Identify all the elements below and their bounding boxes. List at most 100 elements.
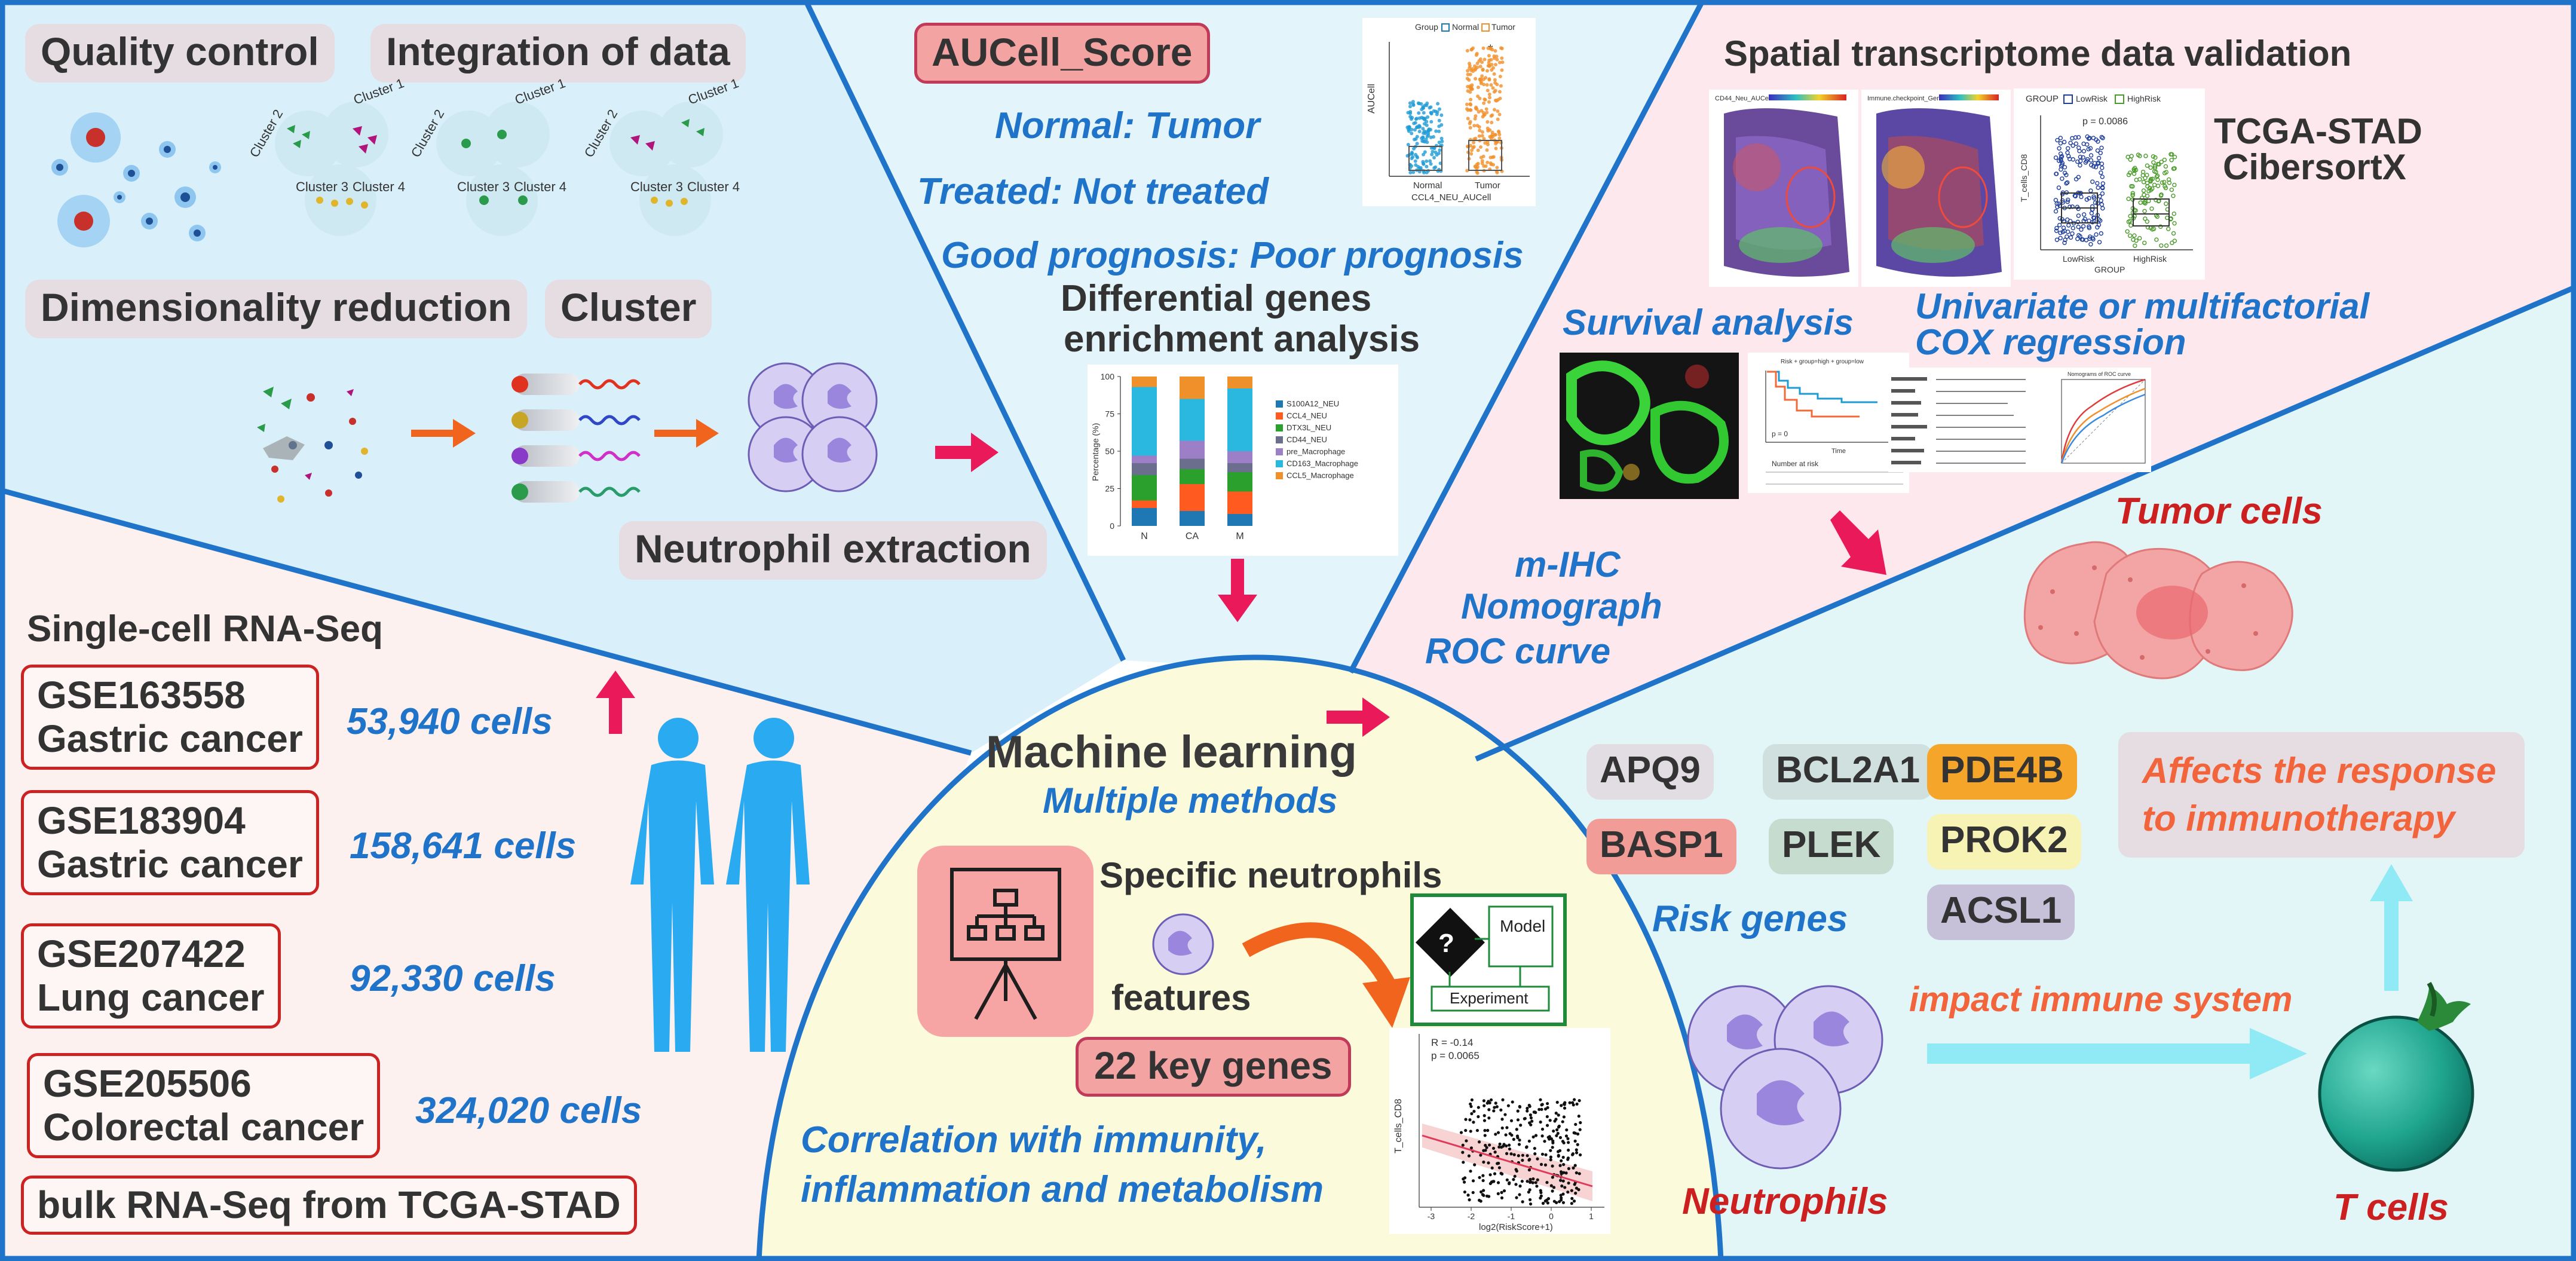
dataset-cells: 324,020 cells <box>415 1090 642 1131</box>
gene-bcl2a1: BCL2A1 <box>1763 744 1934 800</box>
affects-text-1: Affects the response <box>2142 751 2497 791</box>
scatter-r: R = -0.14 <box>1431 1037 1473 1048</box>
legend-swatch <box>1276 436 1283 443</box>
experiment-label: Experiment <box>1450 989 1529 1007</box>
single-cell-title: Single-cell RNA-Seq <box>27 608 383 650</box>
legend-label: CCL5_Macrophage <box>1287 471 1354 480</box>
dataset-cells: 158,641 cells <box>350 825 577 867</box>
risk-x-low: LowRisk <box>2063 254 2095 264</box>
neutrophils-label: Neutrophils <box>1682 1181 1888 1222</box>
diff-genes-title-2: enrichment analysis <box>1064 319 1420 360</box>
violin-legend-normal: Normal <box>1452 22 1479 32</box>
arrow-right-icon <box>935 433 998 472</box>
bar-segment <box>1227 463 1252 472</box>
spatial-map-2-title: Immune.checkpoint_Genes <box>1867 95 1947 102</box>
specific-neutrophils-label: Specific neutrophils <box>1099 855 1442 895</box>
correlation-text-1: Correlation with immunity, <box>801 1119 1267 1161</box>
legend-swatch <box>1276 460 1283 467</box>
arrow-up-icon <box>2370 864 2413 991</box>
gene-label: PROK2 <box>1940 819 2068 861</box>
svg-text:?: ? <box>1438 929 1454 958</box>
bar-segment <box>1180 440 1205 459</box>
roc-curve-label: ROC curve <box>1425 631 1611 671</box>
arrow-right-icon <box>1927 1028 2307 1079</box>
gene-label: APQ9 <box>1600 749 1701 791</box>
bar-segment <box>1180 511 1205 526</box>
spatial-map-2: Immune.checkpoint_Genes <box>1861 90 2011 287</box>
gene-acsl1: ACSL1 <box>1927 884 2075 940</box>
km-xlabel: Time <box>1831 448 1846 455</box>
divider-1 <box>802 0 1126 662</box>
scatter-p: p = 0.0065 <box>1431 1050 1480 1061</box>
neutrophil-icon <box>1152 913 1214 975</box>
presentation-board-icon <box>917 846 1094 1037</box>
risk-xlabel: GROUP <box>2094 265 2125 274</box>
risk-boxplot-panel: GROUP LowRisk HighRisk p = 0.0086 T_cell… <box>2014 88 2205 280</box>
bar-segment <box>1132 463 1157 475</box>
km-risk: Number at risk <box>1772 460 1819 468</box>
bar-segment <box>1227 514 1252 526</box>
spatial-map-1-title: CD44_Neu_AUCell <box>1715 95 1772 102</box>
km-plot-panel: Risk + group=high + group=low p = 0 Time… <box>1748 353 1909 493</box>
features-label: features <box>1111 978 1251 1018</box>
divider-4 <box>1475 284 2576 762</box>
dataset-type: Lung cancer <box>37 975 265 1019</box>
x-tick-label: N <box>1141 531 1148 541</box>
dataset-type: Gastric cancer <box>37 717 303 760</box>
legend-label: pre_Macrophage <box>1287 447 1345 456</box>
t-cells-label: T cells <box>2333 1187 2449 1228</box>
scatter-ylabel: T_cells_CD8 <box>1393 1098 1404 1153</box>
violin-x-tumor: Tumor <box>1475 180 1500 191</box>
y-tick-label: 50 <box>1105 446 1114 456</box>
bulk-rnaseq-label: bulk RNA-Seq from TCGA-STAD <box>37 1183 621 1226</box>
bulk-rnaseq-box: bulk RNA-Seq from TCGA-STAD <box>21 1176 637 1235</box>
arrow-right-icon <box>411 419 476 448</box>
risk-legend-low: LowRisk <box>2076 94 2108 103</box>
gene-plek: PLEK <box>1769 819 1894 874</box>
scatter-x-tick: -1 <box>1508 1211 1515 1221</box>
cluster-label-4: Cluster 4 <box>353 179 405 194</box>
bar-segment <box>1180 399 1205 441</box>
bar-segment <box>1227 472 1252 492</box>
cluster-label-4: Cluster 4 <box>687 179 740 194</box>
affects-text-2: to immunotherapy <box>2142 798 2455 838</box>
bar-segment <box>1132 475 1157 501</box>
human-silhouettes-icon <box>630 718 810 1052</box>
divider-3 <box>0 487 972 756</box>
y-tick-label: 75 <box>1105 409 1114 419</box>
integration-label: Integration of data <box>370 24 746 82</box>
km-p: p = 0 <box>1772 430 1788 438</box>
cluster-label-4: Cluster 4 <box>514 179 566 194</box>
cluster-label-3: Cluster 3 <box>296 179 348 194</box>
km-legend: Risk + group=high + group=low <box>1781 359 1864 365</box>
bar-segment <box>1132 377 1157 387</box>
dimred-scatter-illustration <box>257 387 368 503</box>
risk-legend-title: GROUP <box>2026 94 2059 104</box>
dataset-id: GSE205506 <box>43 1062 252 1105</box>
arrow-down-icon <box>1218 559 1257 622</box>
risk-genes-label: Risk genes <box>1652 898 1848 939</box>
neutrophil-extraction-label: Neutrophil extraction <box>619 521 1047 580</box>
x-tick-label: CA <box>1186 531 1199 541</box>
quality-control-label: Quality control <box>25 24 335 82</box>
nomogram-panel: Nomograms of ROC curve <box>1888 368 2151 472</box>
risk-legend-high: HighRisk <box>2127 94 2161 103</box>
gene-basp1: BASP1 <box>1586 819 1736 874</box>
nomogram-title: Nomograms of ROC curve <box>2067 371 2131 377</box>
integration-clusters-illustration: Cluster 2 Cluster 1 Cluster 3 Cluster 4 … <box>247 75 740 236</box>
dataset-id: GSE163558 <box>37 674 246 717</box>
legend-label: CCL4_NEU <box>1287 411 1327 420</box>
normal-tumor-text: Normal: Tumor <box>995 105 1260 146</box>
scatter-x-tick: 0 <box>1549 1211 1554 1221</box>
bar-segment <box>1132 387 1157 456</box>
bar-segment <box>1180 469 1205 484</box>
bar-segment <box>1227 491 1252 514</box>
multiple-methods-label: Multiple methods <box>1043 781 1338 821</box>
gene-label: PDE4B <box>1940 749 2064 791</box>
impact-immune-label: impact immune system <box>1909 980 2293 1019</box>
scatter-x-tick: -3 <box>1428 1211 1435 1221</box>
